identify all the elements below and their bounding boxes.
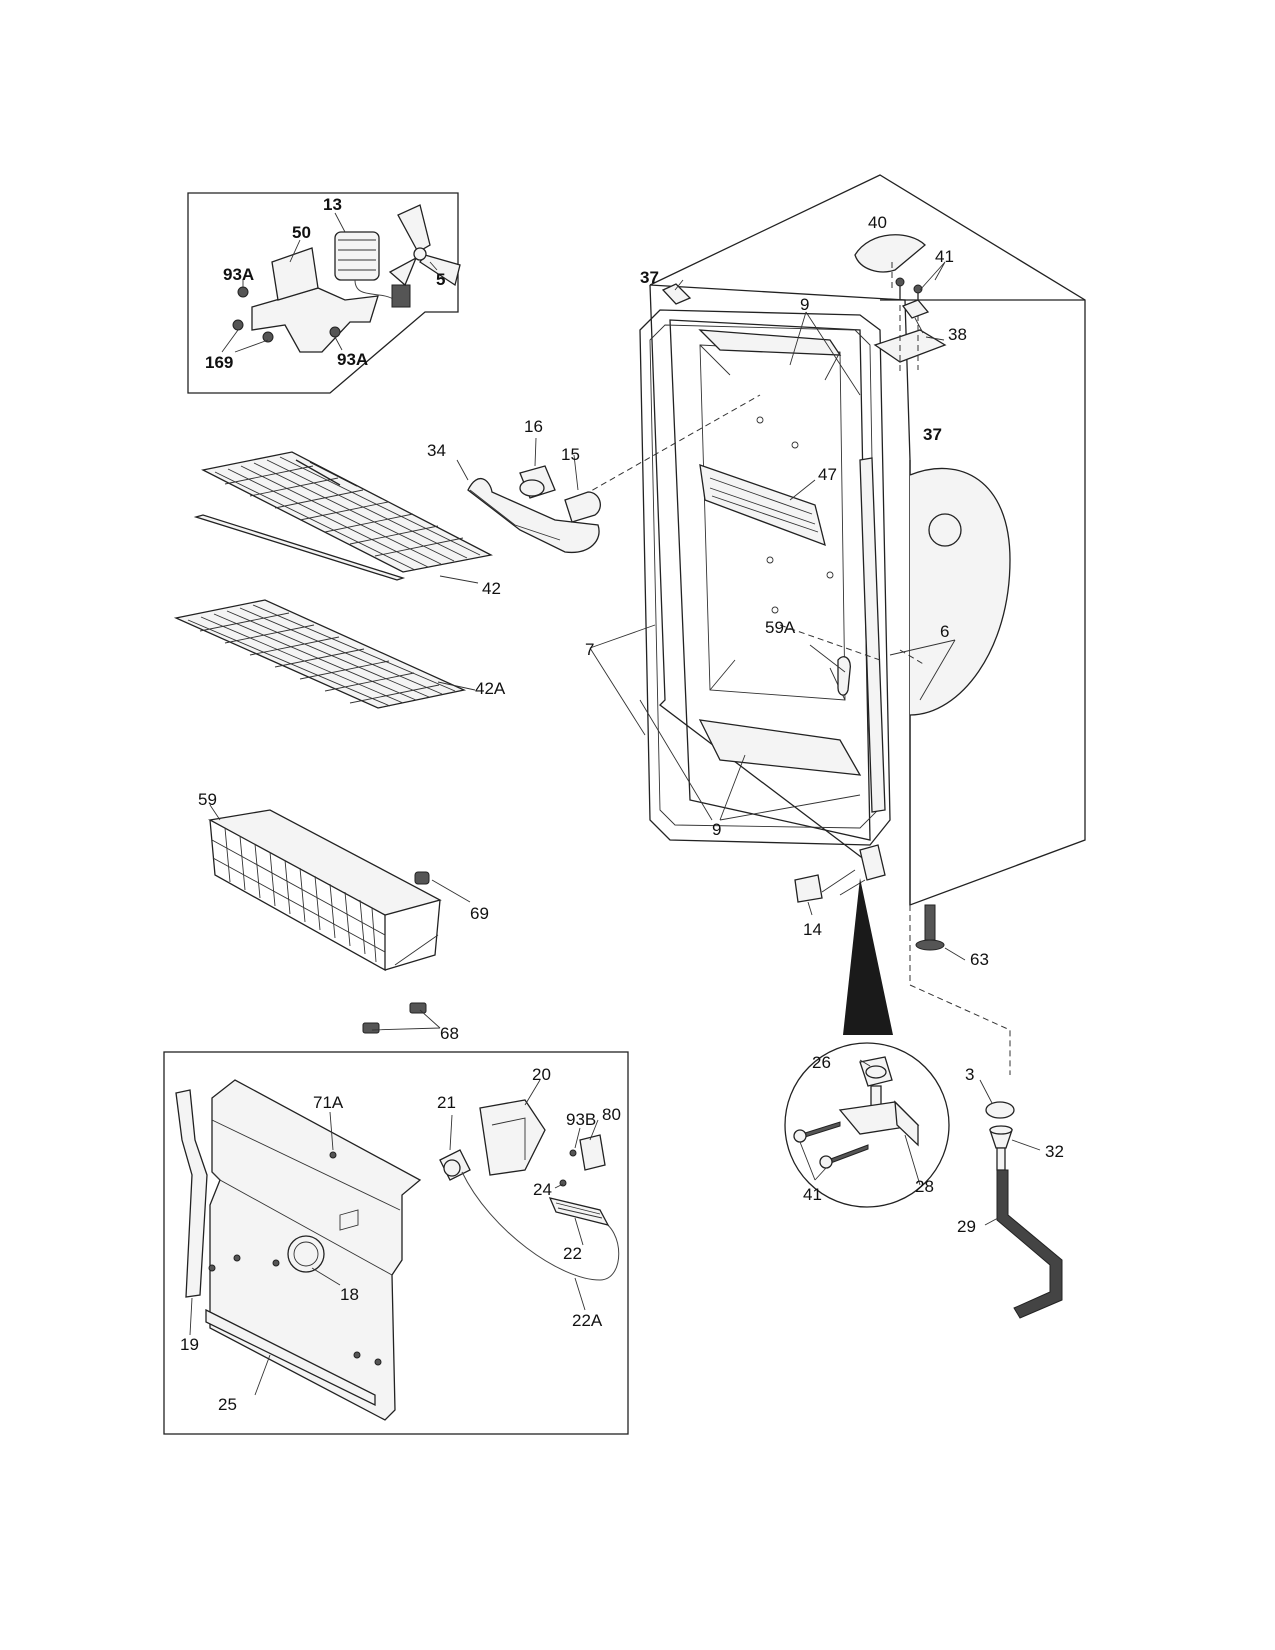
label-42: 42 xyxy=(482,579,501,598)
label-16: 16 xyxy=(524,417,543,436)
label-13: 13 xyxy=(323,195,342,214)
wire-basket: 59 69 68 xyxy=(198,790,489,1043)
light-assembly: 16 34 15 xyxy=(427,417,601,553)
drain-tube-29 xyxy=(996,1169,1063,1319)
hinge-cover xyxy=(854,234,926,273)
door-gasket xyxy=(639,309,891,846)
label-63: 63 xyxy=(970,950,989,969)
label-41-bottom: 41 xyxy=(803,1185,822,1204)
screw-93a-left xyxy=(237,286,249,298)
strip-19 xyxy=(175,1089,208,1298)
label-29: 29 xyxy=(957,1217,976,1236)
label-25: 25 xyxy=(218,1395,237,1414)
light-shield-34 xyxy=(467,478,600,553)
fan-motor-inset: 13 93A 50 5 169 93A xyxy=(187,192,461,394)
fan-motor xyxy=(334,231,380,281)
top-channel xyxy=(698,329,842,356)
screw-93b xyxy=(569,1149,577,1157)
label-20: 20 xyxy=(532,1065,551,1084)
label-80: 80 xyxy=(602,1105,621,1124)
label-26: 26 xyxy=(812,1053,831,1072)
thermostat-knob xyxy=(287,1235,325,1273)
capillary-22a xyxy=(461,1171,620,1281)
drain-trough xyxy=(837,656,851,696)
label-3: 3 xyxy=(965,1065,974,1084)
corner-cap-right xyxy=(901,299,930,319)
magnifier-cone xyxy=(843,878,893,1035)
control-panel-inset: 20 71A 21 93B 80 24 22 18 22A 19 25 xyxy=(163,1051,629,1435)
label-59: 59 xyxy=(198,790,217,809)
hinge-detail: 26 41 28 xyxy=(784,878,950,1208)
freezer-cabinet: 37 40 41 38 9 37 47 59A 6 7 9 14 63 xyxy=(574,174,1086,1075)
bottom-hinge-bracket xyxy=(859,844,886,881)
bottom-channel xyxy=(698,719,862,776)
label-37-right: 37 xyxy=(923,425,942,444)
label-93a-top: 93A xyxy=(223,265,254,284)
label-38: 38 xyxy=(948,325,967,344)
drain-plug-3 xyxy=(985,1101,1015,1119)
label-59a: 59A xyxy=(765,618,796,637)
basket-glide-68b xyxy=(409,1002,427,1014)
label-34: 34 xyxy=(427,441,446,460)
label-14: 14 xyxy=(803,920,822,939)
label-41-top: 41 xyxy=(935,247,954,266)
fan-inset-frame xyxy=(187,192,459,394)
label-42a: 42A xyxy=(475,679,506,698)
corner-cap-left xyxy=(661,283,692,305)
label-47: 47 xyxy=(818,465,837,484)
label-18: 18 xyxy=(340,1285,359,1304)
label-93b: 93B xyxy=(566,1110,596,1129)
plate-22 xyxy=(548,1197,610,1226)
label-71a: 71A xyxy=(313,1093,344,1112)
label-9-top: 9 xyxy=(800,295,809,314)
fan-blade xyxy=(397,204,431,253)
screw-41b xyxy=(819,1155,833,1169)
control-inset-frame xyxy=(163,1051,629,1435)
panel-trim-25 xyxy=(205,1308,376,1407)
light-bulb xyxy=(564,491,601,523)
label-15: 15 xyxy=(561,445,580,464)
door-stop xyxy=(794,874,823,903)
label-6: 6 xyxy=(940,622,949,641)
label-32: 32 xyxy=(1045,1142,1064,1161)
basket-stop-69 xyxy=(414,871,430,885)
top-hinge xyxy=(873,329,947,363)
screw-41a xyxy=(793,1129,807,1143)
label-19: 19 xyxy=(180,1335,199,1354)
label-93a-bottom: 93A xyxy=(337,350,368,369)
wire-shelves: 42 42A xyxy=(173,451,506,709)
label-5: 5 xyxy=(436,270,445,289)
label-50: 50 xyxy=(292,223,311,242)
magnifier-circle xyxy=(784,1042,950,1208)
fan-bracket-plate xyxy=(271,247,319,301)
label-22: 22 xyxy=(563,1244,582,1263)
label-7: 7 xyxy=(585,640,594,659)
label-21: 21 xyxy=(437,1093,456,1112)
bracket-80 xyxy=(579,1134,606,1171)
label-28: 28 xyxy=(915,1177,934,1196)
label-24: 24 xyxy=(533,1180,552,1199)
leveling-leg xyxy=(924,904,936,941)
shelf-42 xyxy=(201,451,493,573)
inner-liner xyxy=(669,319,871,841)
label-37-top: 37 xyxy=(640,268,659,287)
label-68: 68 xyxy=(440,1024,459,1043)
label-169: 169 xyxy=(205,353,233,372)
drain-parts: 3 32 29 xyxy=(957,1065,1064,1319)
thermostat-housing-20 xyxy=(479,1099,546,1176)
fan-connector xyxy=(391,284,411,308)
label-22a: 22A xyxy=(572,1311,603,1330)
light-shield xyxy=(699,464,826,547)
side-evaporator xyxy=(909,467,1011,716)
fan-bracket xyxy=(251,287,379,353)
label-9-bottom: 9 xyxy=(712,820,721,839)
trim-rail xyxy=(859,457,886,813)
label-40: 40 xyxy=(868,213,887,232)
basket-glide-68a xyxy=(362,1022,380,1034)
label-69: 69 xyxy=(470,904,489,923)
basket-59 xyxy=(208,809,442,916)
